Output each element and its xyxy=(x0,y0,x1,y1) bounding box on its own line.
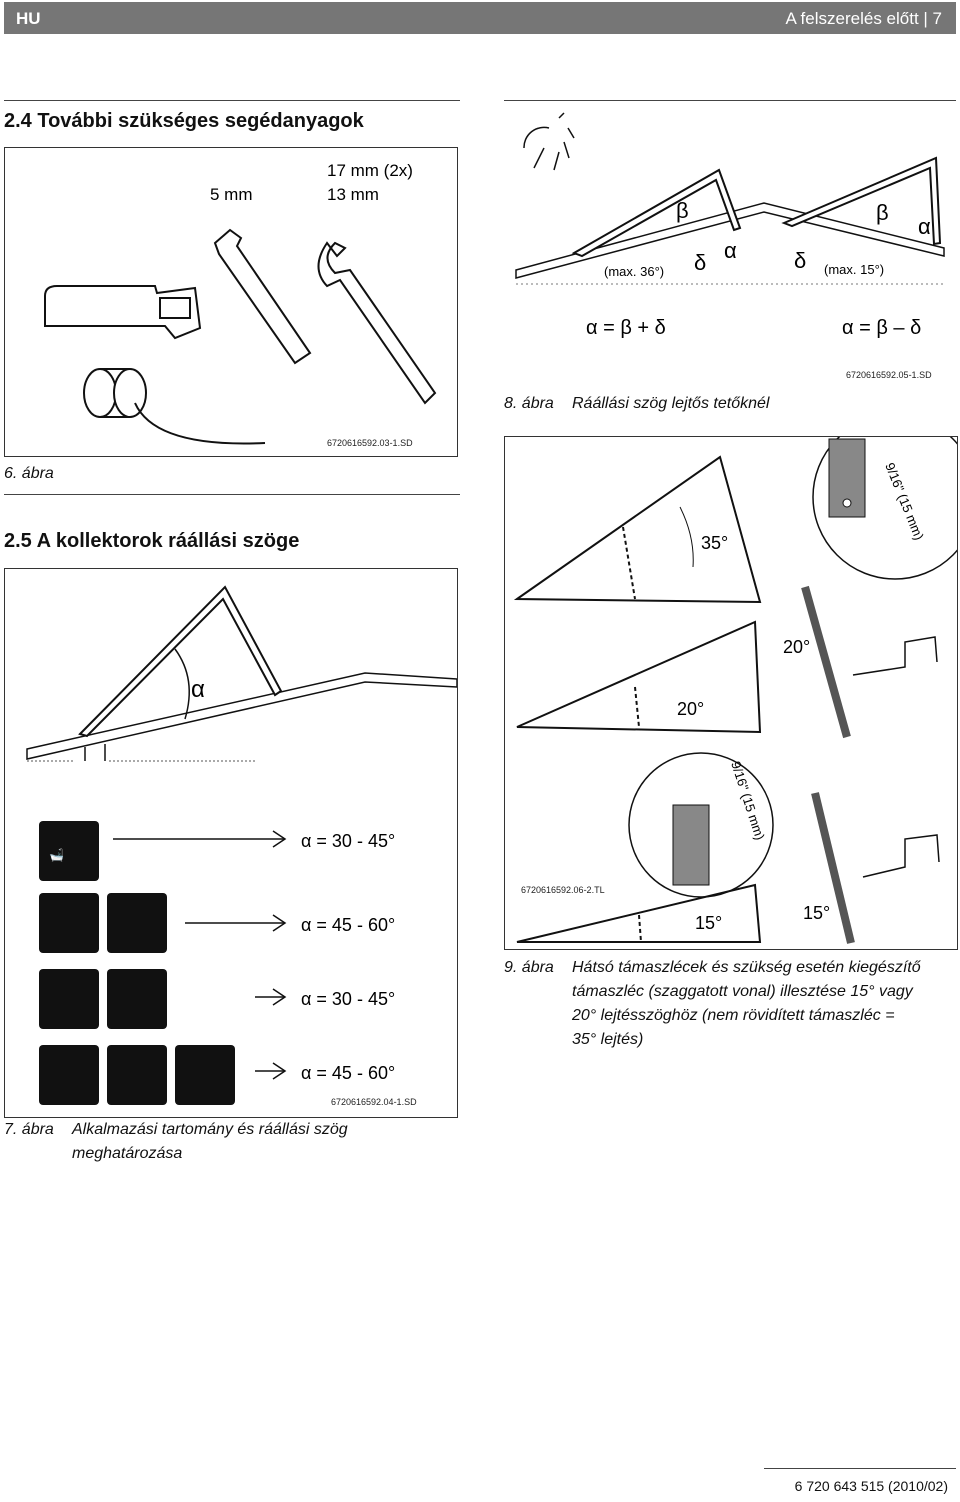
angle-35-label: 35° xyxy=(701,533,728,553)
collector-frame xyxy=(78,585,283,738)
hacksaw-icon xyxy=(862,834,940,878)
row-2-icons xyxy=(39,893,167,953)
angle-20a-label: 20° xyxy=(677,699,704,719)
collector-35 xyxy=(513,455,762,604)
wire-spool-icon xyxy=(83,368,266,445)
figure-9-text-line1: Hátsó támaszlécek és szükség esetén kieg… xyxy=(572,959,921,976)
formula-row-1: α = 30 - 45° xyxy=(301,831,395,851)
chapter-title: A felszerelés előtt | 7 xyxy=(785,9,942,28)
section-2-4-title: 2.4 További szükséges segédanyagok xyxy=(4,110,364,132)
collector-15 xyxy=(516,883,762,943)
figure-7-text-line1: Alkalmazási tartomány és ráállási szög xyxy=(72,1121,348,1138)
row-4-icons xyxy=(39,1045,235,1105)
figure-6-caption: 6. ábra xyxy=(4,462,454,486)
figure-6-number: 6. ábra xyxy=(4,465,54,482)
collector-20 xyxy=(516,620,762,734)
tools-figure: 5 mm 17 mm (2x) 13 mm 6720616592.03-1.SD xyxy=(4,147,458,457)
size-label-5mm: 5 mm xyxy=(210,185,253,204)
application-rows: 🛁 α = 30 - 45° α = 45 - 6 xyxy=(39,821,395,1105)
beta-right: β xyxy=(876,200,889,225)
figure-7-number: 7. ábra xyxy=(4,1121,54,1138)
application-range-figure: α 🛁 xyxy=(4,568,458,1118)
collector-right xyxy=(781,156,942,246)
hacksaw-icon xyxy=(44,285,202,340)
formula-right: α = β – δ xyxy=(842,317,921,339)
figure-code: 6720616592.03-1.SD xyxy=(327,438,413,448)
rail-20 xyxy=(801,585,851,739)
alpha-left: α xyxy=(724,238,737,263)
language-code: HU xyxy=(16,9,41,28)
arrows xyxy=(113,830,287,1080)
tools-illustration: 5 mm 17 mm (2x) 13 mm xyxy=(44,161,437,445)
section-rule xyxy=(504,100,956,101)
hex-key-icon xyxy=(213,228,312,365)
figure-8-caption: 8. ábra Ráállási szög lejtős tetőknél xyxy=(504,392,954,416)
size-label-17mm: 17 mm (2x) xyxy=(327,161,413,180)
support-rails-figure: 35° 9/16" (15 mm) 20° 20° 9/16" (15 mm) … xyxy=(504,436,958,950)
sun-icon xyxy=(523,112,575,171)
roof-outline xyxy=(515,202,945,279)
section-rule xyxy=(4,494,460,495)
angle-20b-label: 20° xyxy=(783,637,810,657)
figure-code: 6720616592.06-2.TL xyxy=(521,885,605,895)
row-1-icons: 🛁 xyxy=(39,821,99,881)
row-3-icons xyxy=(39,969,167,1029)
figure-9-number: 9. ábra xyxy=(504,959,554,976)
wrench-icon xyxy=(317,241,437,405)
page-header: HU A felszerelés előtt | 7 xyxy=(4,2,956,34)
beta-left: β xyxy=(676,198,689,223)
angle-15a-label: 15° xyxy=(695,913,722,933)
figure-8-text: Ráállási szög lejtős tetőknél xyxy=(572,395,770,412)
delta-left: δ xyxy=(694,250,706,275)
figure-7-caption: 7. ábra Alkalmazási tartomány és ráállás… xyxy=(4,1118,454,1166)
max-left: (max. 36°) xyxy=(604,264,664,279)
section-rule xyxy=(4,100,460,101)
size-label-13mm: 13 mm xyxy=(327,185,379,204)
alpha-symbol: α xyxy=(191,676,205,703)
collector-angle-illustration: α 🛁 xyxy=(26,585,457,1105)
figure-8-number: 8. ábra xyxy=(504,395,554,412)
figure-9-caption: 9. ábra Hátsó támaszlécek és szükség ese… xyxy=(504,956,956,1052)
angle-15b-label: 15° xyxy=(803,903,830,923)
svg-text:🛁: 🛁 xyxy=(49,848,64,862)
figure-9-text-line2: támaszléc (szaggatott vonal) illesztése … xyxy=(572,983,913,1000)
max-right: (max. 15°) xyxy=(824,262,884,277)
figure-9-text-line4: 35° lejtés) xyxy=(572,1031,644,1048)
rail-detail-bottom xyxy=(672,804,710,886)
formula-row-4: α = 45 - 60° xyxy=(301,1063,395,1083)
footer-rule xyxy=(764,1468,956,1469)
figure-7-text-line2: meghatározása xyxy=(72,1145,183,1162)
alpha-right: α xyxy=(918,214,931,239)
formula-row-3: α = 30 - 45° xyxy=(301,989,395,1009)
section-2-5-title: 2.5 A kollektorok ráállási szöge xyxy=(4,530,300,552)
figure-code: 6720616592.04-1.SD xyxy=(331,1097,417,1107)
document-number: 6 720 643 515 (2010/02) xyxy=(794,1478,948,1494)
pitched-roof-figure: β α δ (max. 36°) β α δ (max. 15°) α = β … xyxy=(504,108,956,390)
collector-left xyxy=(571,168,742,258)
figure-code: 6720616592.05-1.SD xyxy=(846,370,932,380)
support-rails-illustration: 35° 9/16" (15 mm) 20° 20° 9/16" (15 mm) … xyxy=(513,437,957,944)
rail-15 xyxy=(811,792,855,944)
formula-left: α = β + δ xyxy=(586,317,666,339)
delta-right: δ xyxy=(794,248,806,273)
figure-9-text-line3: 20° lejtésszöghöz (nem rövidített támasz… xyxy=(572,1007,895,1024)
pitched-roof-illustration: β α δ (max. 36°) β α δ (max. 15°) α = β … xyxy=(515,112,945,339)
formula-row-2: α = 45 - 60° xyxy=(301,915,395,935)
roof-shape xyxy=(26,672,457,761)
hacksaw-icon xyxy=(852,636,938,676)
